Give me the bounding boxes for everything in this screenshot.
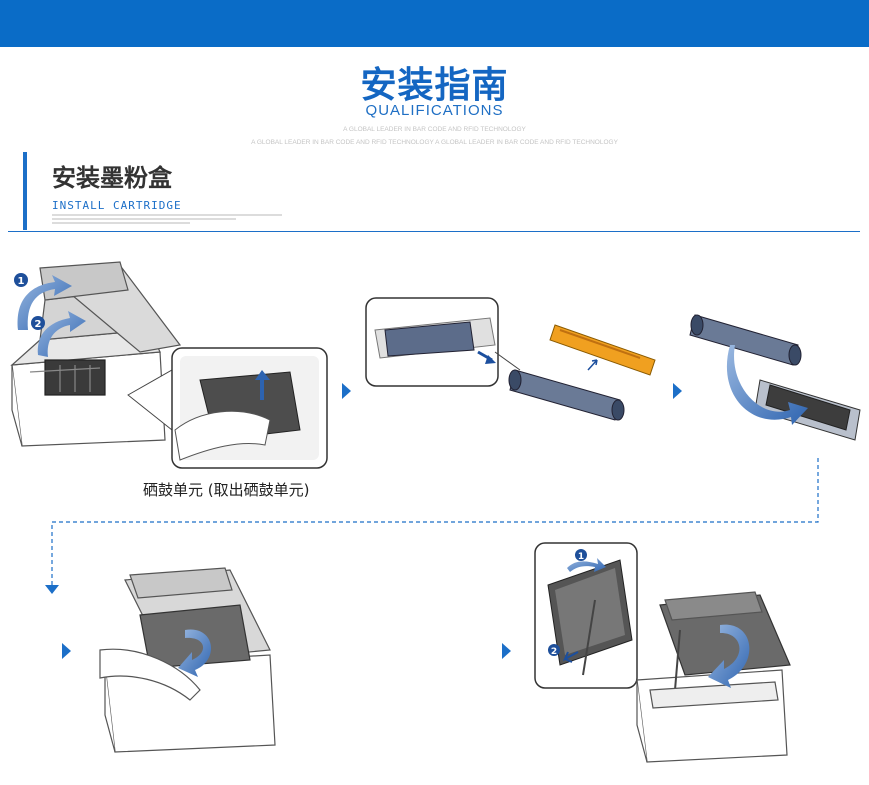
step2-toner-cartridge (549, 324, 656, 376)
step-arrow-2 (673, 383, 682, 399)
step4-printer-illustration (99, 567, 276, 753)
step1-printer-illustration (10, 261, 182, 447)
page-subtitle: QUALIFICATIONS (365, 102, 504, 119)
step2-lift-arrow (587, 359, 598, 371)
step-arrow-4 (62, 643, 71, 659)
step5-close-arrow (708, 624, 750, 688)
section-title: 安装墨粉盒 (52, 164, 172, 192)
step5-detail-callout (534, 542, 638, 689)
marker-2: 2 (35, 319, 42, 330)
step1-open-arrows (14, 273, 86, 357)
step5-printer-illustration (636, 591, 791, 763)
step1-caption: 硒鼓单元 (取出硒鼓单元) (143, 481, 309, 499)
marker-1-step5: 1 (578, 552, 584, 562)
step-arrow-5 (502, 643, 511, 659)
step3-drum-unit (689, 314, 802, 366)
step3-drum-frame (754, 379, 861, 441)
step2-detail-callout (365, 297, 521, 387)
top-banner (0, 0, 869, 47)
flow-down-arrow (45, 585, 59, 594)
step2-drum-unit (508, 369, 625, 421)
marker-2-step5: 2 (551, 647, 557, 657)
flow-connector (51, 458, 819, 585)
page-title: 安装指南 (360, 65, 509, 106)
step1-detail-callout (127, 347, 328, 469)
section-fine-print (52, 214, 282, 226)
section-subtitle: INSTALL CARTRIDGE (52, 199, 182, 212)
step3-insert-arrow (726, 345, 808, 425)
step-arrow-1 (342, 383, 351, 399)
tagline-1: A GLOBAL LEADER IN BAR CODE AND RFID TEC… (343, 126, 526, 133)
section-divider (8, 231, 860, 232)
tagline-2: A GLOBAL LEADER IN BAR CODE AND RFID TEC… (251, 139, 618, 146)
marker-1: 1 (18, 276, 25, 287)
step4-insert-arrow (178, 629, 212, 677)
section-accent-bar (23, 152, 27, 230)
